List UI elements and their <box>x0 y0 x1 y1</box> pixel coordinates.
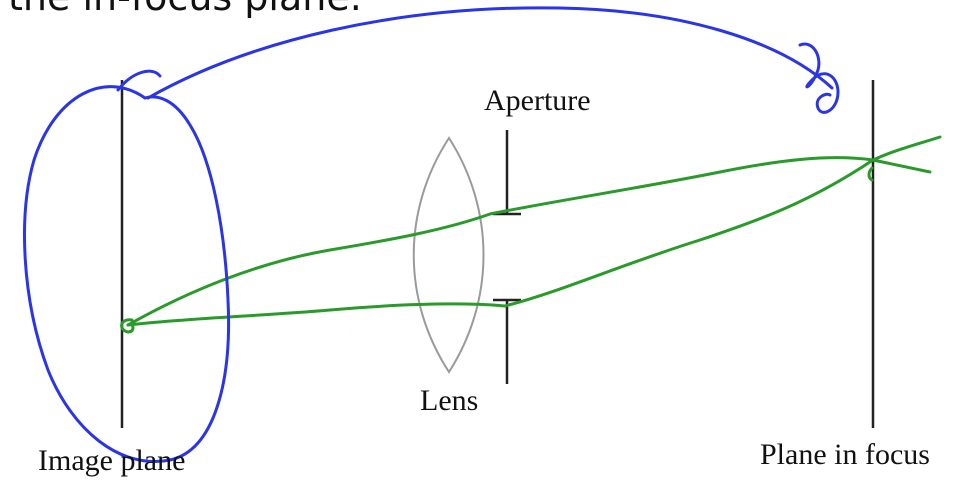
upper-ray <box>126 156 932 327</box>
lens-label: Lens <box>420 384 479 417</box>
image-plane-label: Image plane <box>38 444 186 477</box>
arrow-scribble <box>798 42 840 114</box>
arc-arrow <box>146 6 834 100</box>
handwritten-annotation <box>23 6 840 463</box>
focus-point-mark <box>867 166 874 182</box>
light-rays <box>120 135 942 334</box>
lens-shape <box>412 136 485 374</box>
caption-text: the in-focus plane. <box>8 0 362 16</box>
circle-hook <box>116 69 162 92</box>
aperture-label: Aperture <box>484 84 591 117</box>
aperture-stop <box>493 130 521 384</box>
image-point-mark <box>120 318 135 334</box>
lower-ray <box>126 135 942 327</box>
image-plane-circle <box>23 85 231 463</box>
plane-in-focus-label: Plane in focus <box>760 438 930 471</box>
